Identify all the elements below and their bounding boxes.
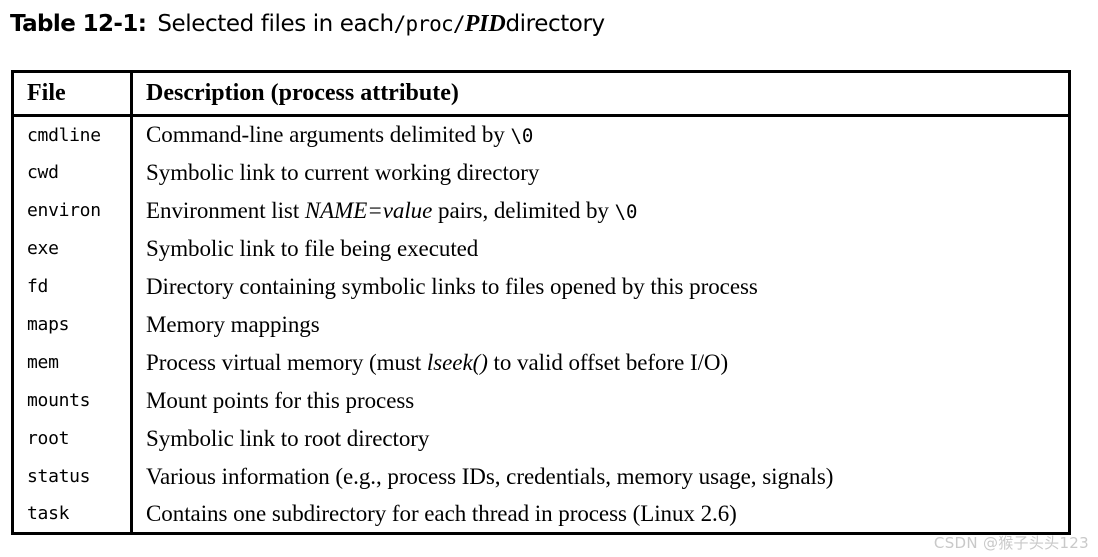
desc-mono-fragment: \0	[614, 200, 638, 223]
cell-description: Directory containing symbolic links to f…	[132, 268, 1070, 306]
cell-description: Process virtual memory (must lseek() to …	[132, 344, 1070, 382]
column-header-description: Description (process attribute)	[131, 71, 1070, 117]
cell-description: Contains one subdirectory for each threa…	[132, 496, 1070, 534]
cell-file-name: fd	[12, 267, 133, 306]
cell-file-name: environ	[12, 191, 133, 230]
cell-description: Symbolic link to current working directo…	[132, 154, 1070, 192]
table-row: root Symbolic link to root directory	[12, 419, 1070, 458]
desc-text-fragment: to valid offset before I/O)	[487, 349, 729, 375]
cell-description: Command-line arguments delimited by \0	[132, 116, 1070, 154]
cell-description: Memory mappings	[132, 306, 1070, 344]
cell-description: Symbolic link to file being executed	[132, 230, 1070, 268]
desc-mono-fragment: \0	[510, 125, 534, 148]
cell-file-name: exe	[12, 229, 133, 268]
desc-text-fragment: Various information (e.g., process IDs, …	[146, 463, 834, 489]
csdn-watermark: CSDN @猴子头头123	[933, 534, 1089, 552]
desc-italic-fragment: NAME=value	[304, 197, 433, 223]
cell-file-name: cwd	[12, 153, 133, 192]
desc-text-fragment: Symbolic link to file being executed	[146, 235, 479, 261]
cell-file-name: mem	[12, 343, 133, 382]
desc-text-fragment: Environment list	[146, 197, 305, 223]
cell-file-name: status	[12, 457, 133, 496]
table-row: task Contains one subdirectory for each t…	[12, 495, 1070, 534]
desc-text-fragment: Directory containing symbolic links to f…	[146, 273, 758, 299]
table-row: maps Memory mappings	[12, 305, 1070, 344]
cell-file-name: maps	[12, 305, 133, 344]
desc-text-fragment: pairs, delimited by	[432, 197, 615, 223]
table-row: status Various information (e.g., process…	[12, 457, 1070, 496]
desc-text-fragment: Process virtual memory (must	[146, 349, 427, 375]
table-caption-text-before: Selected files in each	[157, 11, 394, 37]
cell-description: Environment list NAME=value pairs, delim…	[132, 192, 1070, 230]
cell-file-name: cmdline	[12, 115, 133, 154]
table-caption-path-italic: PID	[464, 11, 506, 37]
desc-text-fragment: Memory mappings	[146, 311, 320, 337]
table-header: File Description (process attribute)	[12, 71, 1070, 117]
desc-text-fragment: Symbolic link to root directory	[146, 425, 430, 451]
table-row: mounts Mount points for this process	[12, 381, 1070, 420]
cell-description: Mount points for this process	[132, 382, 1070, 420]
cell-file-name: task	[12, 495, 133, 534]
desc-text-fragment: Mount points for this process	[146, 387, 415, 413]
table-caption: Table 12-1: Selected files in each /proc…	[10, 9, 1090, 51]
desc-text-fragment: Contains one subdirectory for each threa…	[146, 500, 737, 526]
desc-text-fragment: Command-line arguments delimited by	[146, 122, 511, 148]
table-row: cwd Symbolic link to current working dire…	[12, 153, 1070, 192]
table-header-row: File Description (process attribute)	[12, 71, 1070, 117]
table-caption-text-after: directory	[505, 11, 605, 37]
cell-file-name: mounts	[12, 381, 133, 420]
column-header-file: File	[12, 71, 133, 117]
desc-italic-fragment: lseek()	[426, 349, 488, 375]
desc-text-fragment: Symbolic link to current working directo…	[146, 159, 540, 185]
cell-description: Symbolic link to root directory	[132, 420, 1070, 458]
cell-description: Various information (e.g., process IDs, …	[132, 458, 1070, 496]
table-caption-path-mono: /proc/	[393, 12, 466, 36]
cell-file-name: root	[12, 419, 133, 458]
table-row: exe Symbolic link to file being executed	[12, 229, 1070, 268]
proc-pid-files-table: File Description (process attribute) cmd…	[11, 70, 1071, 535]
table-row: fd Directory containing symbolic links to…	[12, 267, 1070, 306]
table-caption-label: Table 12-1:	[10, 11, 147, 37]
